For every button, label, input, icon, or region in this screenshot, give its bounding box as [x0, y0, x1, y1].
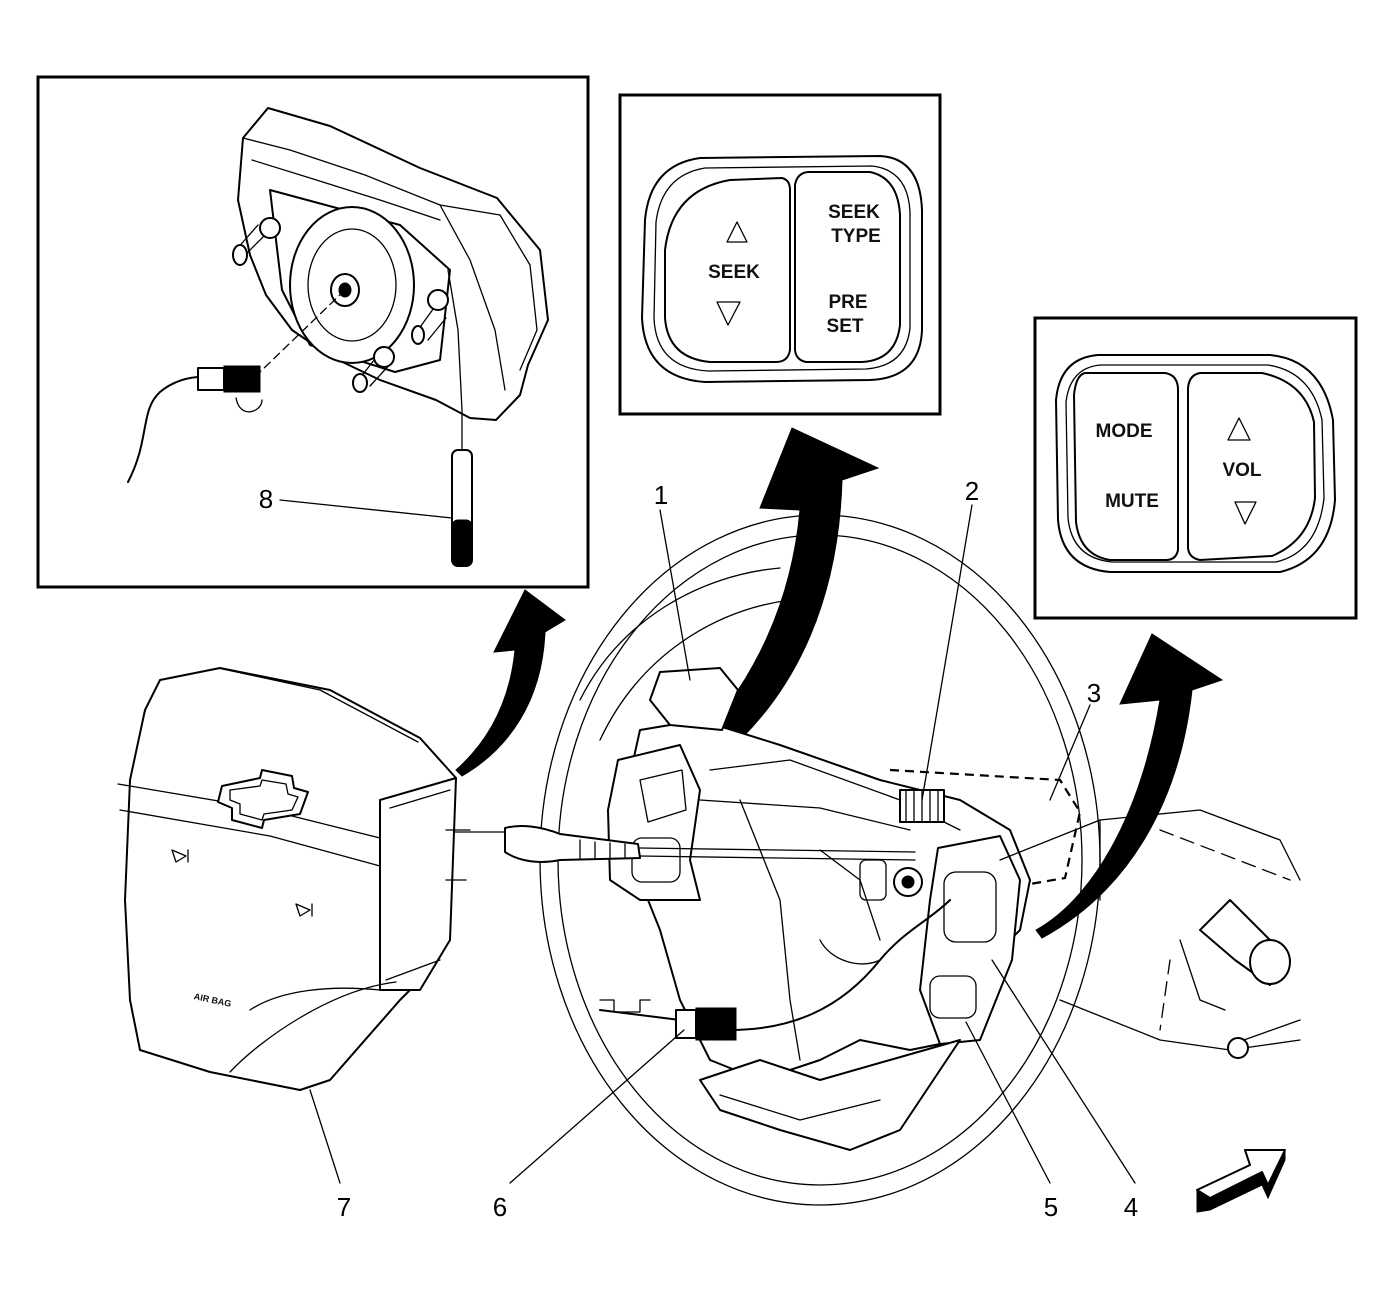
callout-6: 6 [493, 1192, 507, 1222]
seek-label: SEEK [708, 262, 760, 283]
left-control-switch-inset: SEEK SEEK TYPE PRE SET [618, 93, 942, 416]
seek-type-label-1: SEEK [828, 202, 880, 223]
airbag-module: AIR BAG [117, 667, 471, 1091]
callout-4: 4 [1124, 1192, 1138, 1222]
callout-1: 1 [654, 480, 668, 510]
triangle-down-icon [1234, 501, 1257, 525]
callout-7: 7 [337, 1192, 351, 1222]
callout-3: 3 [1087, 678, 1101, 708]
seek-type-label-2: TYPE [831, 226, 881, 247]
steering-wheel [539, 514, 1301, 1206]
vol-label: VOL [1222, 460, 1261, 481]
airbag-rear-view-inset: 8 [36, 75, 590, 589]
callout-5: 5 [1044, 1192, 1058, 1222]
right-control-switch-inset: MODE MUTE VOL [1033, 316, 1358, 620]
callout-8: 8 [259, 484, 273, 514]
screwdriver-tool [453, 825, 916, 863]
preset-label-1: PRE [828, 292, 867, 313]
triangle-up-icon [1227, 417, 1251, 441]
triangle-down-icon [716, 301, 741, 326]
callout-leaders [309, 504, 1136, 1184]
callout-2: 2 [965, 476, 979, 506]
mode-label: MODE [1096, 421, 1153, 442]
preset-label-2: SET [827, 316, 864, 337]
mute-label: MUTE [1105, 491, 1159, 512]
triangle-up-icon [726, 221, 748, 243]
detail-arrows [455, 427, 1286, 1213]
